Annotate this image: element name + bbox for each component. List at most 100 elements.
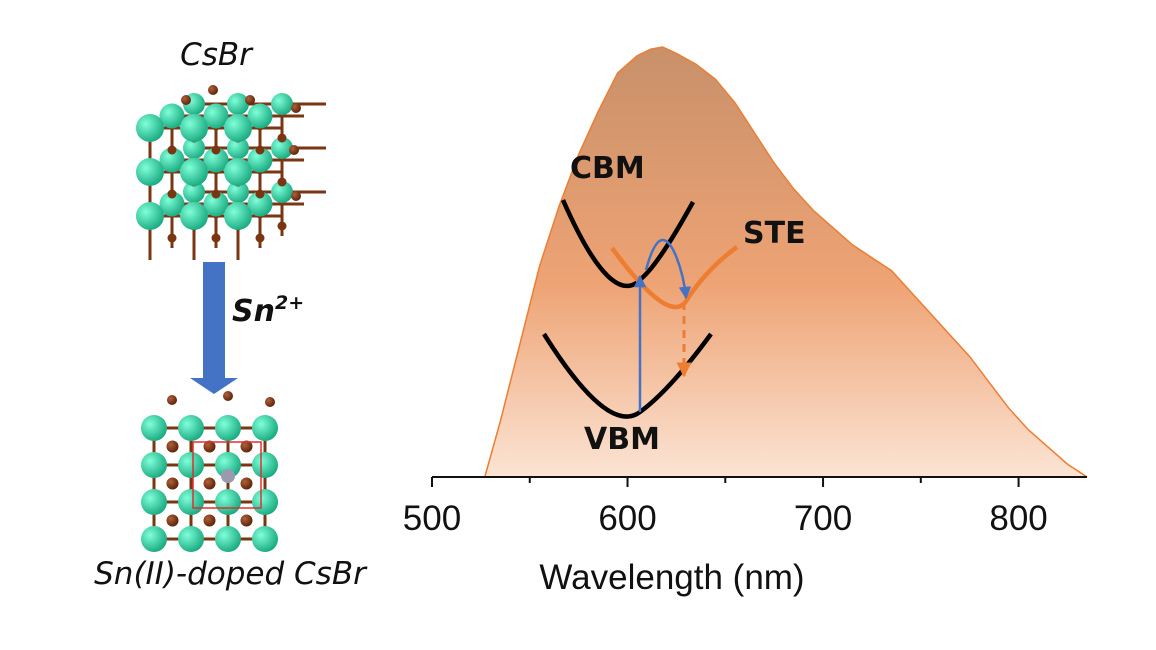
x-axis-title: Wavelength (nm) <box>539 558 804 597</box>
br-atom <box>166 477 179 490</box>
cs-atom <box>178 489 204 515</box>
cs-atom <box>136 114 164 142</box>
cs-atom <box>180 202 208 230</box>
band-diagram: CBM VBM STE <box>542 151 806 457</box>
br-atom <box>167 233 177 243</box>
cs-atom <box>180 114 208 142</box>
cs-atom <box>178 526 204 552</box>
cs-atom <box>227 137 249 159</box>
cs-atom <box>252 415 278 441</box>
cs-atom <box>183 137 205 159</box>
br-atom <box>245 95 255 105</box>
br-atom <box>211 233 221 243</box>
dopant-label: Sn2+ <box>232 292 304 329</box>
schematic-panel: CsBr Sn2+ Sn(II)-doped CsBr <box>94 37 368 592</box>
br-atom <box>211 189 221 199</box>
cs-atom <box>203 147 229 173</box>
br-atom <box>167 395 177 405</box>
cs-atom <box>271 137 293 159</box>
cs-atom <box>180 158 208 186</box>
cs-atom <box>178 415 204 441</box>
br-atom <box>203 477 216 490</box>
br-atom <box>277 177 287 187</box>
cs-atom <box>159 191 185 217</box>
cs-atom <box>227 93 249 115</box>
ste-label: STE <box>743 216 806 251</box>
br-atom <box>167 189 177 199</box>
cs-atom <box>215 526 241 552</box>
br-atom <box>265 397 275 407</box>
br-atom <box>277 133 287 143</box>
br-atom <box>223 391 233 401</box>
dopant-element: Sn <box>232 294 275 329</box>
br-atom <box>203 514 216 527</box>
doping-arrow-shaft <box>203 262 225 380</box>
sn-atom <box>221 469 235 483</box>
csbr-lattice-image <box>136 85 326 260</box>
vbm-label: VBM <box>584 422 660 457</box>
cs-atom <box>252 526 278 552</box>
emission-area-fill <box>484 47 1087 477</box>
cs-atom <box>215 415 241 441</box>
doping-arrow-head <box>190 378 238 394</box>
cs-atom <box>159 147 185 173</box>
br-atom <box>166 440 179 453</box>
cs-atom <box>252 489 278 515</box>
cs-atom <box>227 181 249 203</box>
cs-atom <box>224 158 252 186</box>
cs-atom <box>203 103 229 129</box>
br-atom <box>289 145 299 155</box>
cs-atom <box>271 93 293 115</box>
cs-atom <box>136 158 164 186</box>
x-tick-label: 500 <box>403 499 461 538</box>
br-atom <box>240 440 253 453</box>
cs-atom <box>141 489 167 515</box>
cs-atom <box>203 191 229 217</box>
cs-atom <box>252 452 278 478</box>
doped-lattice-image <box>141 391 278 552</box>
unit-cell-box <box>192 441 262 509</box>
br-atom <box>166 514 179 527</box>
x-tick-label: 700 <box>794 499 852 538</box>
br-atom <box>255 233 265 243</box>
csbr-label: CsBr <box>180 37 254 73</box>
br-atom <box>208 85 218 95</box>
x-tick-label: 800 <box>989 499 1047 538</box>
cs-atom <box>141 415 167 441</box>
x-tick-label: 600 <box>598 499 656 538</box>
cs-atom <box>183 181 205 203</box>
cs-atom <box>159 103 185 129</box>
doped-csbr-label: Sn(II)-doped CsBr <box>94 556 368 592</box>
cs-atom <box>247 147 273 173</box>
br-atom <box>167 145 177 155</box>
br-atom <box>181 95 191 105</box>
cs-atom <box>141 452 167 478</box>
cs-atom <box>224 114 252 142</box>
emission-area-edge <box>484 46 1088 478</box>
cs-atom <box>215 452 241 478</box>
cs-atom <box>178 452 204 478</box>
cs-atom <box>224 202 252 230</box>
cs-atom <box>247 103 273 129</box>
spectrum-chart: 500 600 700 800 Wavelength (nm) <box>403 46 1088 597</box>
br-atom <box>291 103 301 113</box>
x-axis-ticks: 500 600 700 800 <box>403 477 1048 538</box>
br-atom <box>240 477 253 490</box>
br-atom <box>291 191 301 201</box>
br-atom <box>255 145 265 155</box>
cbm-label: CBM <box>570 151 645 186</box>
cs-atom <box>141 526 167 552</box>
relaxation-arrow <box>644 238 692 300</box>
cs-atom <box>215 489 241 515</box>
br-atom <box>277 221 287 231</box>
cs-atom <box>247 191 273 217</box>
br-atom <box>203 440 216 453</box>
br-atom <box>240 514 253 527</box>
br-atom <box>255 189 265 199</box>
br-atom <box>211 145 221 155</box>
dopant-charge: 2+ <box>275 292 304 314</box>
cs-atom <box>271 181 293 203</box>
cs-atom <box>136 202 164 230</box>
